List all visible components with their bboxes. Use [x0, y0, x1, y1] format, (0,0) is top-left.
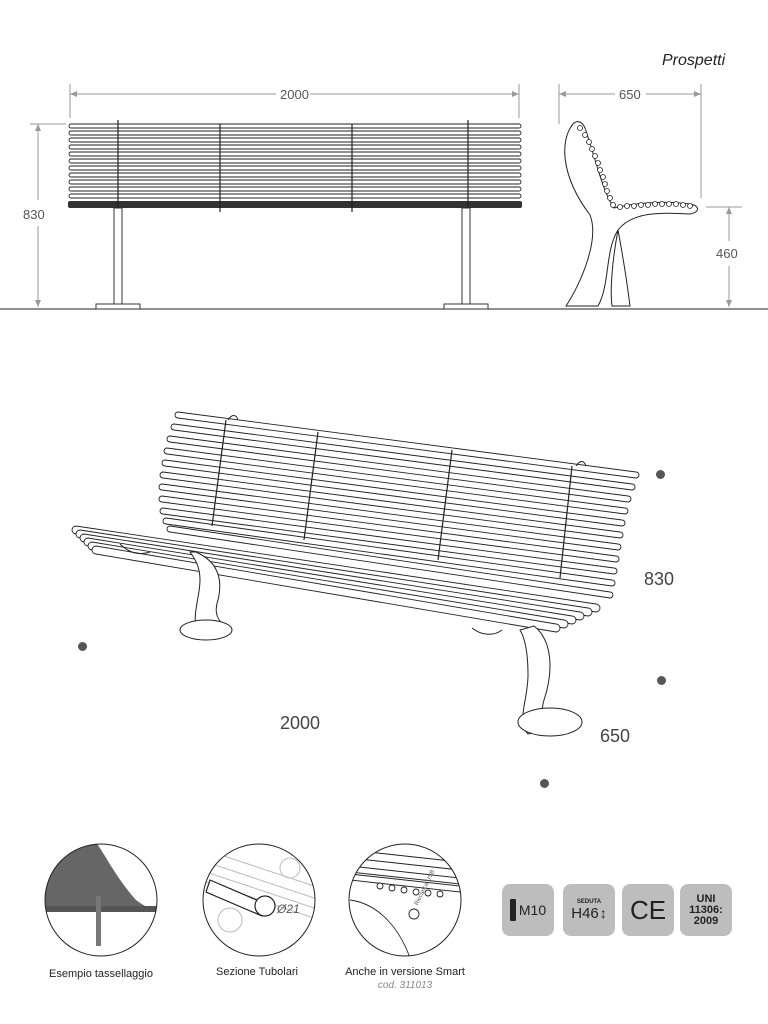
- bench-perspective: [71, 411, 640, 737]
- seat-height-badge: SEDUTA H46 ↕: [563, 884, 615, 936]
- caption-tube-section: Sezione Tubolari: [216, 966, 298, 978]
- uni-norm-badge: UNI 11306: 2009: [680, 884, 732, 936]
- uni-line3: 2009: [693, 914, 719, 927]
- height-label: 830: [23, 207, 45, 222]
- ce-mark-label: CE: [629, 894, 667, 925]
- perspective-depth-label: 650: [600, 726, 631, 746]
- dimension-dot-bottom: [540, 779, 549, 788]
- caption-smart-version: Anche in versione Smart: [345, 966, 465, 978]
- ce-badge: CE: [622, 884, 674, 936]
- anchor-badge-label: M10: [518, 902, 547, 918]
- front-width-label: 2000: [280, 87, 309, 102]
- elevation-drawings: [0, 84, 768, 310]
- height-arrow-icon: ↕: [599, 905, 607, 921]
- page-title: Prospetti: [662, 52, 726, 69]
- seat-height-label: 460: [716, 246, 738, 261]
- tube-diameter-label: Ø21: [277, 902, 300, 916]
- dimension-dot-right: [657, 676, 666, 685]
- dimension-dot-left: [78, 642, 87, 651]
- side-depth-label: 650: [619, 87, 641, 102]
- dimension-dot-top: [656, 470, 665, 479]
- uni-line1: UNI: [696, 892, 716, 905]
- uni-line2: 11306:: [689, 903, 723, 916]
- anchor-bolt-icon: [509, 899, 516, 921]
- seat-badge-value: H46: [571, 904, 599, 922]
- smart-version-code: cod. 311013: [377, 980, 433, 991]
- perspective-height-label: 830: [644, 569, 675, 589]
- anchor-badge: M10: [502, 884, 554, 936]
- perspective-length-label: 2000: [280, 713, 321, 733]
- seat-badge-label: SEDUTA: [576, 898, 602, 905]
- caption-anchoring: Esempio tassellaggio: [49, 968, 153, 980]
